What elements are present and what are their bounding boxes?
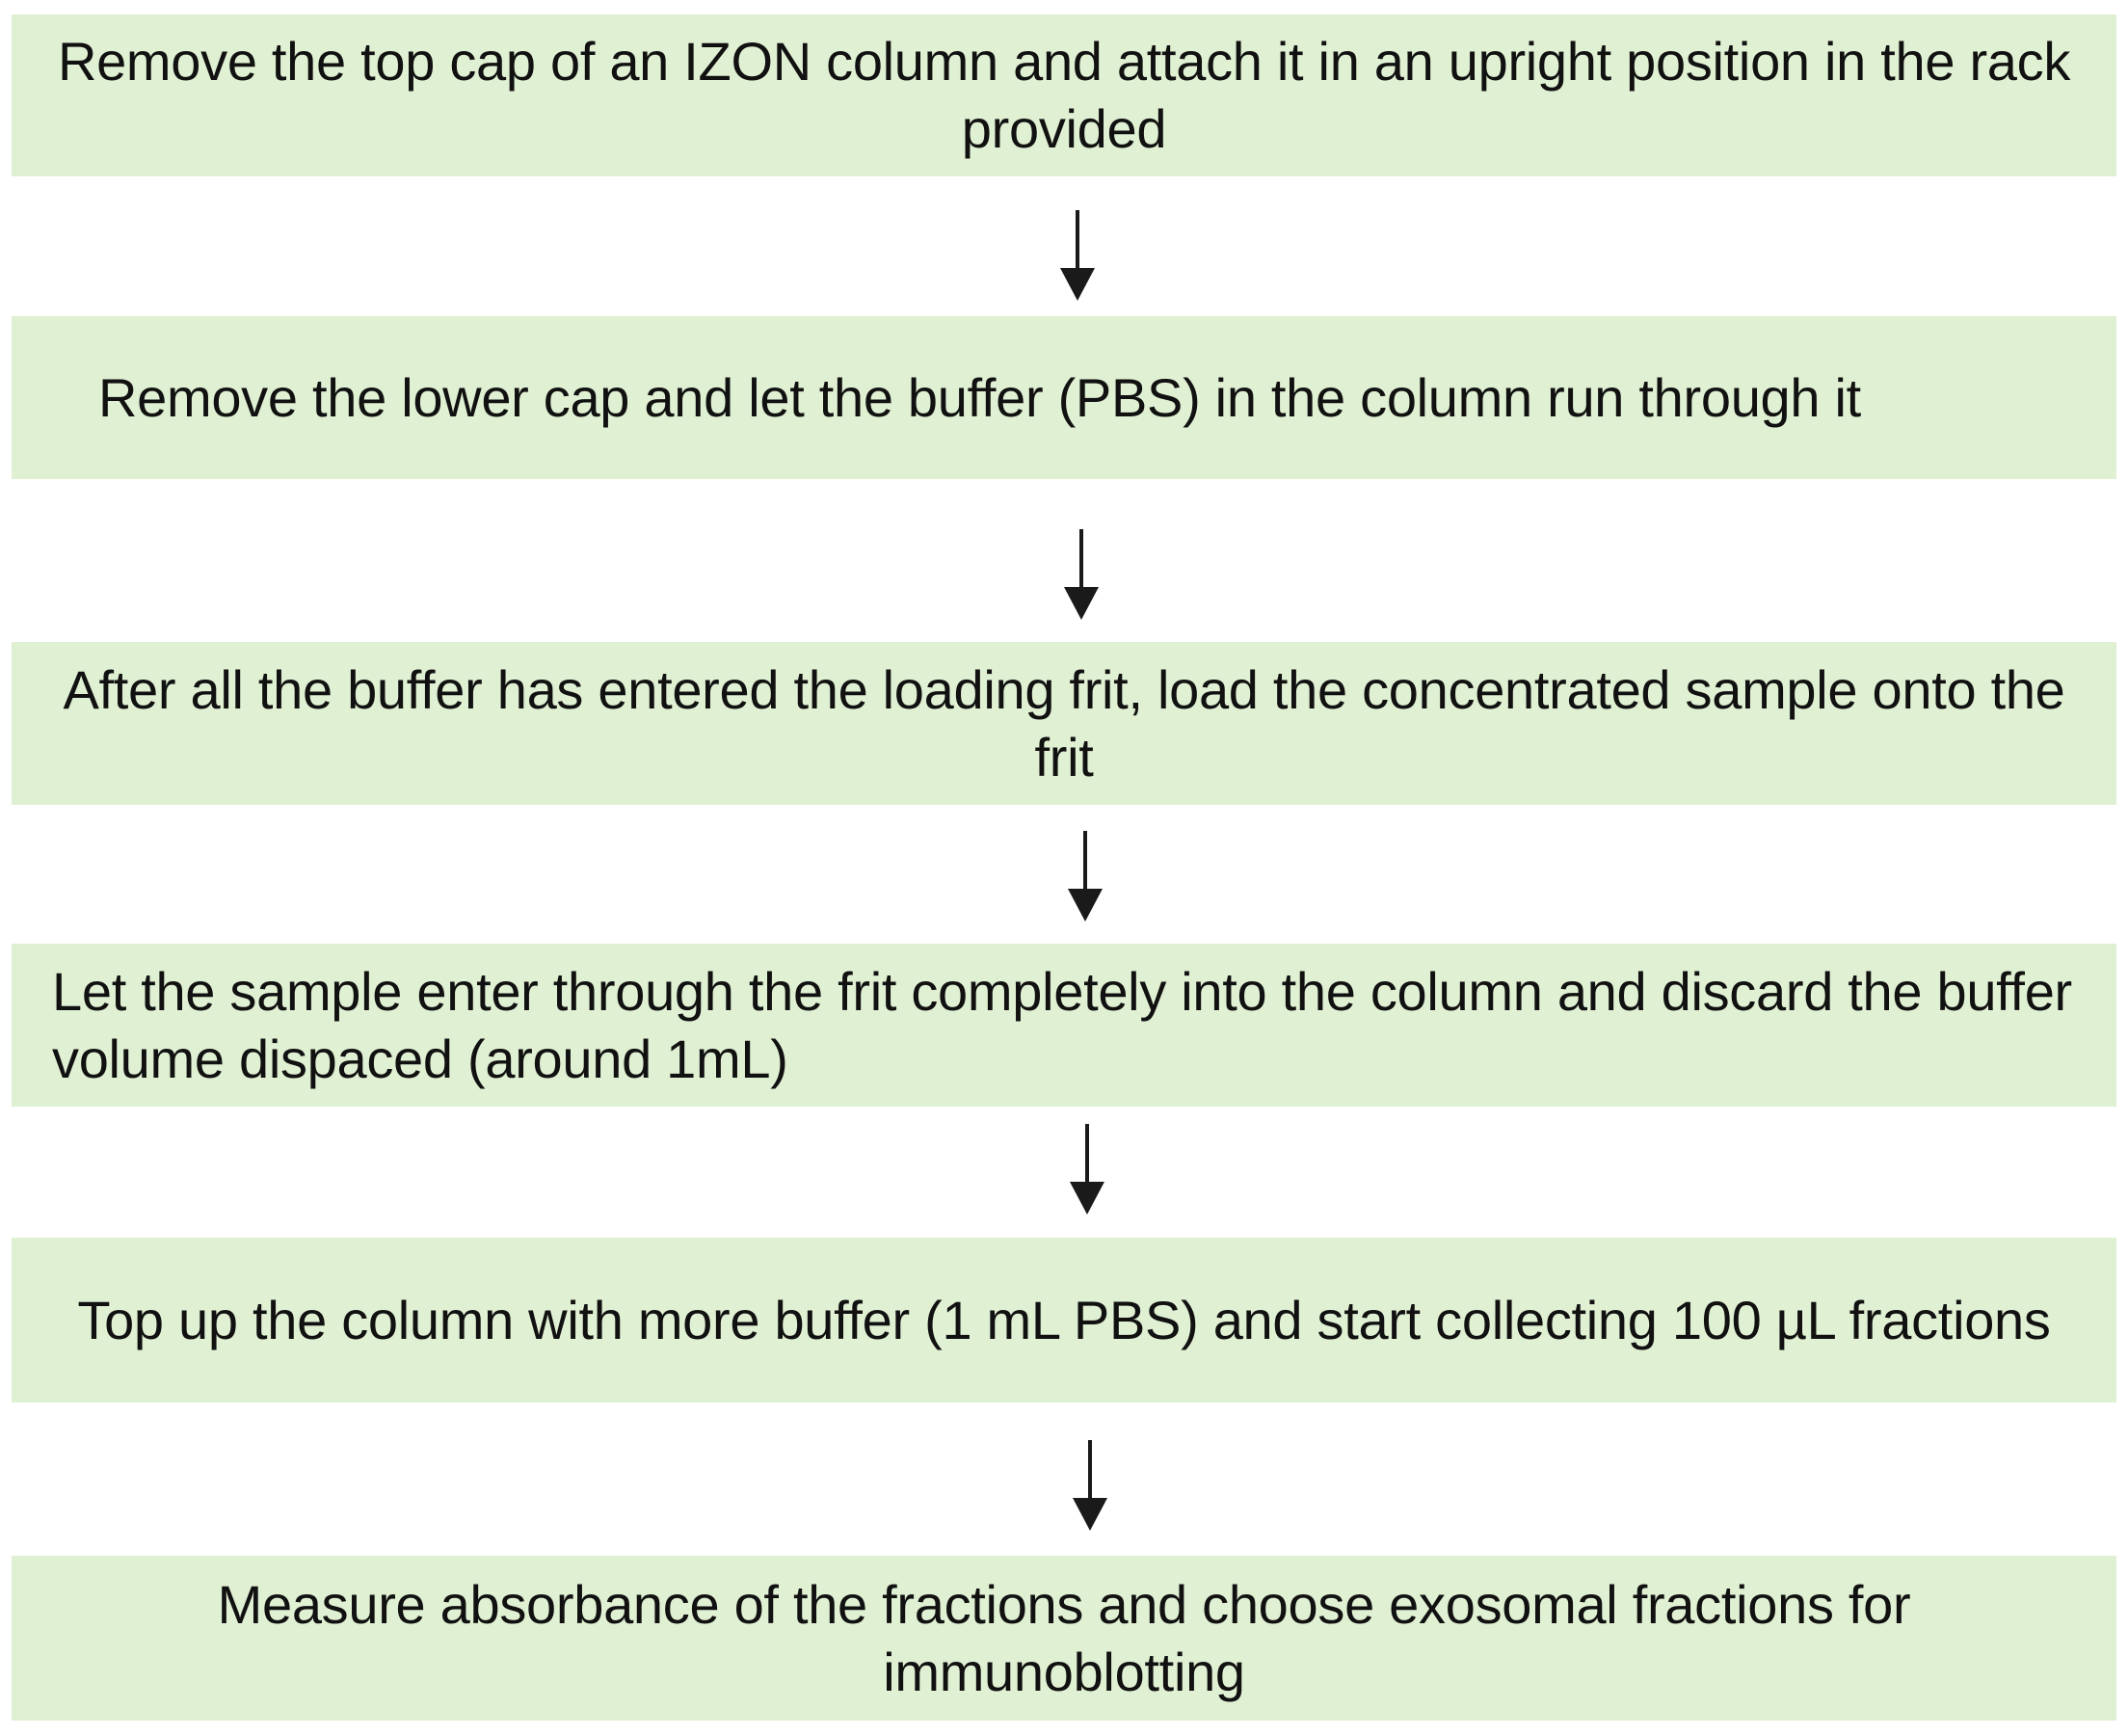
step-3-box: After all the buffer has entered the loa… [12,642,2116,805]
step-5-text: Top up the column with more buffer (1 mL… [77,1289,2051,1350]
step-6-text: Measure absorbance of the fractions and … [217,1573,1911,1702]
arrow-down-icon [1071,1440,1109,1532]
arrow-down-icon [1066,831,1104,922]
step-5-box: Top up the column with more buffer (1 mL… [12,1238,2116,1402]
step-2-text: Remove the lower cap and let the buffer … [98,366,1861,428]
arrow-down-icon [1062,529,1101,621]
arrow-down-icon [1058,210,1097,302]
arrow-down-icon [1068,1124,1106,1215]
step-2-box: Remove the lower cap and let the buffer … [12,316,2116,479]
step-3-text: After all the buffer has entered the loa… [63,658,2065,788]
step-1-text: Remove the top cap of an IZON column and… [57,31,2071,159]
step-6-box: Measure absorbance of the fractions and … [12,1556,2116,1721]
step-4-text: Let the sample enter through the frit co… [52,960,2072,1089]
step-4-box: Let the sample enter through the frit co… [12,944,2116,1107]
step-1-box: Remove the top cap of an IZON column and… [12,14,2116,176]
